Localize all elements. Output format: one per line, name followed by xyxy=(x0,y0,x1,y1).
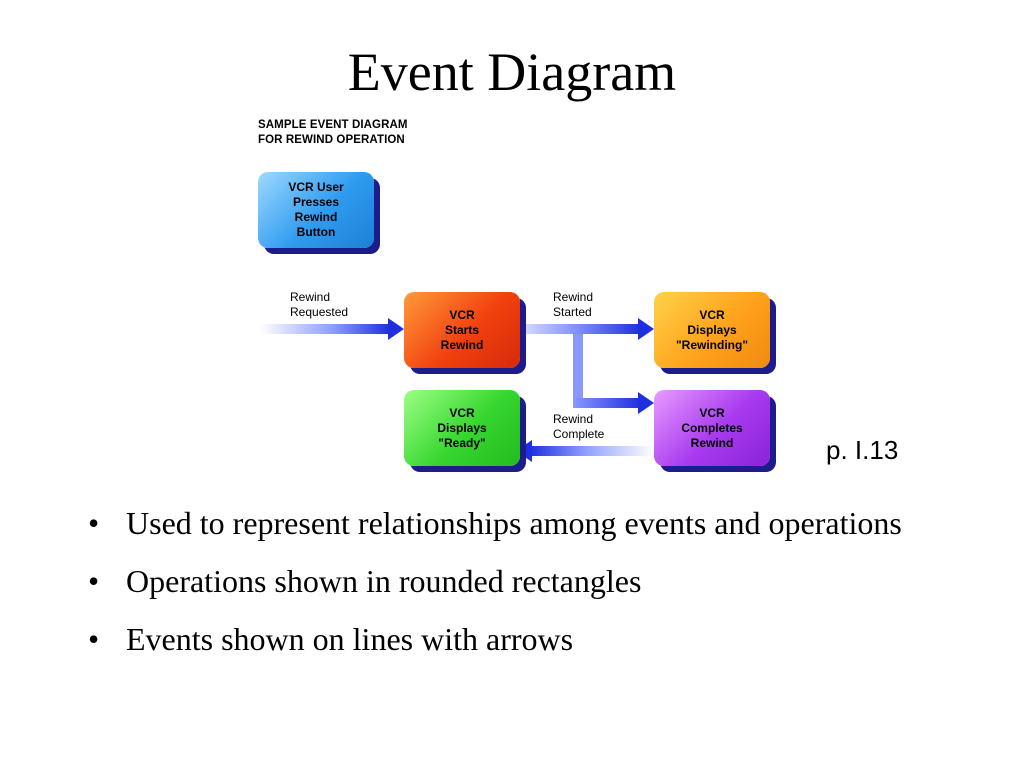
arrow-rewind-complete xyxy=(516,440,654,462)
operation-starts-rewind: VCR Starts Rewind xyxy=(404,292,520,368)
operation-text: Starts xyxy=(444,322,479,337)
operation-text: Rewind xyxy=(690,435,734,450)
operation-text: Button xyxy=(296,225,336,239)
operation-text: Rewind xyxy=(440,337,484,352)
event-text: Requested xyxy=(290,305,349,319)
event-text: Complete xyxy=(553,427,605,441)
operation-text: VCR User xyxy=(288,180,344,194)
operation-displays-ready: VCR Displays "Ready" xyxy=(404,390,520,466)
diagram-caption: SAMPLE EVENT DIAGRAM FOR REWIND OPERATIO… xyxy=(258,118,408,148)
arrow-branch-to-complete xyxy=(573,334,654,414)
operation-text: Displays xyxy=(437,420,487,435)
operation-user-presses-rewind: VCR User Presses Rewind Button xyxy=(258,172,374,248)
event-text: Rewind xyxy=(553,412,594,426)
event-text: Rewind xyxy=(553,290,594,304)
event-label-rewind-started: Rewind Started xyxy=(553,290,593,320)
operation-displays-rewinding: VCR Displays "Rewinding" xyxy=(654,292,770,368)
operation-text: VCR xyxy=(699,405,725,420)
operation-text: "Rewinding" xyxy=(675,337,749,352)
operation-text: Rewind xyxy=(294,210,338,224)
bullet-item: Operations shown in rounded rectangles xyxy=(84,562,944,600)
diagram-caption-line-1: SAMPLE EVENT DIAGRAM xyxy=(258,119,408,131)
event-text: Rewind xyxy=(290,290,331,304)
bullet-item: Used to represent relationships among ev… xyxy=(84,504,944,542)
operation-text: VCR xyxy=(449,405,475,420)
operation-text: Completes xyxy=(681,420,743,435)
diagram-caption-line-2: FOR REWIND OPERATION xyxy=(258,134,405,146)
slide-title: Event Diagram xyxy=(347,42,677,102)
operation-text: "Ready" xyxy=(438,435,486,450)
event-label-rewind-requested: Rewind Requested xyxy=(290,290,348,320)
event-text: Started xyxy=(553,305,592,319)
arrow-rewind-requested xyxy=(260,318,404,340)
operation-text: Displays xyxy=(687,322,737,337)
bullet-list: Used to represent relationships among ev… xyxy=(84,504,944,678)
operation-text: Presses xyxy=(292,195,340,209)
operation-completes-rewind: VCR Completes Rewind xyxy=(654,390,770,466)
arrow-rewind-started xyxy=(516,318,654,340)
event-label-rewind-complete: Rewind Complete xyxy=(553,412,604,442)
page-reference: p. I.13 xyxy=(826,435,899,465)
operation-text: VCR xyxy=(699,307,725,322)
bullet-item: Events shown on lines with arrows xyxy=(84,620,944,658)
operation-text: VCR xyxy=(449,307,475,322)
